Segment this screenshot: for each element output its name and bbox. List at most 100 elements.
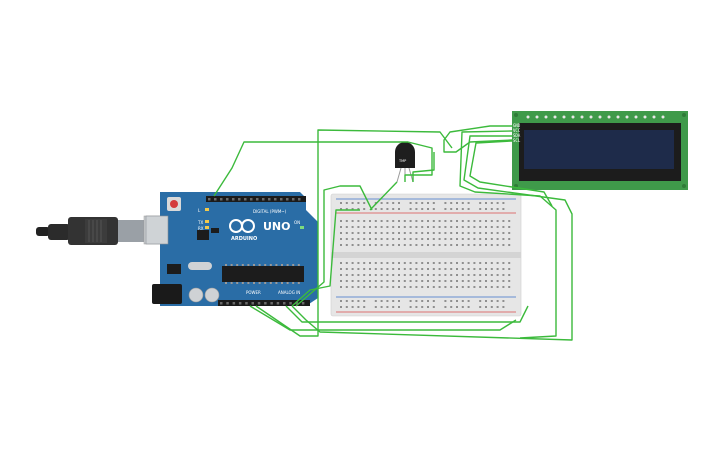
rail-hole[interactable] <box>345 202 348 204</box>
terminal-hole[interactable] <box>432 220 435 222</box>
terminal-hole[interactable] <box>421 220 424 222</box>
rail-hole[interactable] <box>479 202 482 204</box>
terminal-hole[interactable] <box>403 220 406 222</box>
terminal-hole[interactable] <box>421 262 424 264</box>
power-analog-pin-socket[interactable] <box>264 302 267 305</box>
terminal-hole[interactable] <box>369 232 371 234</box>
terminal-hole[interactable] <box>392 280 395 282</box>
terminal-hole[interactable] <box>409 232 412 234</box>
terminal-hole[interactable] <box>438 274 441 276</box>
rail-hole[interactable] <box>363 300 366 302</box>
rail-hole[interactable] <box>398 208 400 210</box>
rail-hole[interactable] <box>421 202 424 204</box>
terminal-hole[interactable] <box>427 244 429 246</box>
rail-hole[interactable] <box>490 208 493 210</box>
terminal-hole[interactable] <box>450 274 453 276</box>
terminal-hole[interactable] <box>450 226 453 228</box>
terminal-hole[interactable] <box>473 220 476 222</box>
terminal-hole[interactable] <box>374 286 377 288</box>
terminal-hole[interactable] <box>502 244 505 246</box>
terminal-hole[interactable] <box>374 262 377 264</box>
terminal-hole[interactable] <box>380 238 383 240</box>
terminal-hole[interactable] <box>456 220 458 222</box>
terminal-hole[interactable] <box>421 280 424 282</box>
terminal-hole[interactable] <box>398 286 400 288</box>
terminal-hole[interactable] <box>473 226 476 228</box>
terminal-hole[interactable] <box>432 226 435 228</box>
terminal-hole[interactable] <box>392 244 395 246</box>
terminal-hole[interactable] <box>409 238 412 240</box>
terminal-hole[interactable] <box>490 244 493 246</box>
terminal-hole[interactable] <box>438 220 441 222</box>
rail-hole[interactable] <box>392 202 395 204</box>
terminal-hole[interactable] <box>450 238 453 240</box>
terminal-hole[interactable] <box>386 274 389 276</box>
rail-hole[interactable] <box>502 208 505 210</box>
terminal-hole[interactable] <box>508 244 511 246</box>
terminal-hole[interactable] <box>340 286 342 288</box>
rail-hole[interactable] <box>409 208 412 210</box>
terminal-hole[interactable] <box>444 286 447 288</box>
rail-hole[interactable] <box>340 306 342 308</box>
rail-hole[interactable] <box>490 202 493 204</box>
terminal-hole[interactable] <box>351 232 354 234</box>
power-analog-pin-socket[interactable] <box>245 302 248 305</box>
terminal-hole[interactable] <box>380 280 383 282</box>
terminal-hole[interactable] <box>432 232 435 234</box>
rail-hole[interactable] <box>502 202 505 204</box>
rail-hole[interactable] <box>340 202 342 204</box>
terminal-hole[interactable] <box>473 262 476 264</box>
terminal-hole[interactable] <box>467 286 470 288</box>
terminal-hole[interactable] <box>403 226 406 228</box>
terminal-hole[interactable] <box>351 280 354 282</box>
terminal-hole[interactable] <box>415 238 418 240</box>
terminal-hole[interactable] <box>345 220 348 222</box>
terminal-hole[interactable] <box>380 232 383 234</box>
rail-hole[interactable] <box>398 300 400 302</box>
rail-hole[interactable] <box>415 306 418 308</box>
power-analog-pin-socket[interactable] <box>220 302 223 305</box>
terminal-hole[interactable] <box>415 232 418 234</box>
terminal-hole[interactable] <box>479 238 482 240</box>
terminal-hole[interactable] <box>496 268 499 270</box>
rail-hole[interactable] <box>427 208 429 210</box>
terminal-hole[interactable] <box>496 262 499 264</box>
terminal-hole[interactable] <box>508 232 511 234</box>
terminal-hole[interactable] <box>392 262 395 264</box>
terminal-hole[interactable] <box>386 280 389 282</box>
terminal-hole[interactable] <box>409 286 412 288</box>
digital-pin-socket[interactable] <box>298 198 301 201</box>
terminal-hole[interactable] <box>409 274 412 276</box>
terminal-hole[interactable] <box>369 220 371 222</box>
terminal-hole[interactable] <box>490 262 493 264</box>
terminal-hole[interactable] <box>432 238 435 240</box>
terminal-hole[interactable] <box>485 274 487 276</box>
rail-hole[interactable] <box>386 306 389 308</box>
digital-pin-socket[interactable] <box>292 198 295 201</box>
terminal-hole[interactable] <box>357 274 360 276</box>
terminal-hole[interactable] <box>403 268 406 270</box>
terminal-hole[interactable] <box>461 274 464 276</box>
terminal-hole[interactable] <box>392 238 395 240</box>
terminal-hole[interactable] <box>490 274 493 276</box>
terminal-hole[interactable] <box>374 238 377 240</box>
wire-lcd-sda[interactable] <box>291 135 573 341</box>
terminal-hole[interactable] <box>357 232 360 234</box>
wire-lcd-gnd[interactable] <box>443 125 513 153</box>
terminal-hole[interactable] <box>386 268 389 270</box>
rail-hole[interactable] <box>461 300 464 302</box>
terminal-hole[interactable] <box>485 238 487 240</box>
rail-hole[interactable] <box>363 208 366 210</box>
terminal-hole[interactable] <box>415 220 418 222</box>
terminal-hole[interactable] <box>508 274 511 276</box>
terminal-hole[interactable] <box>490 280 493 282</box>
terminal-hole[interactable] <box>456 262 458 264</box>
rail-hole[interactable] <box>363 202 366 204</box>
terminal-hole[interactable] <box>456 232 458 234</box>
terminal-hole[interactable] <box>467 244 470 246</box>
power-analog-pin-socket[interactable] <box>289 302 292 305</box>
terminal-hole[interactable] <box>485 268 487 270</box>
terminal-hole[interactable] <box>450 220 453 222</box>
digital-pin-socket[interactable] <box>226 198 229 201</box>
terminal-hole[interactable] <box>438 232 441 234</box>
